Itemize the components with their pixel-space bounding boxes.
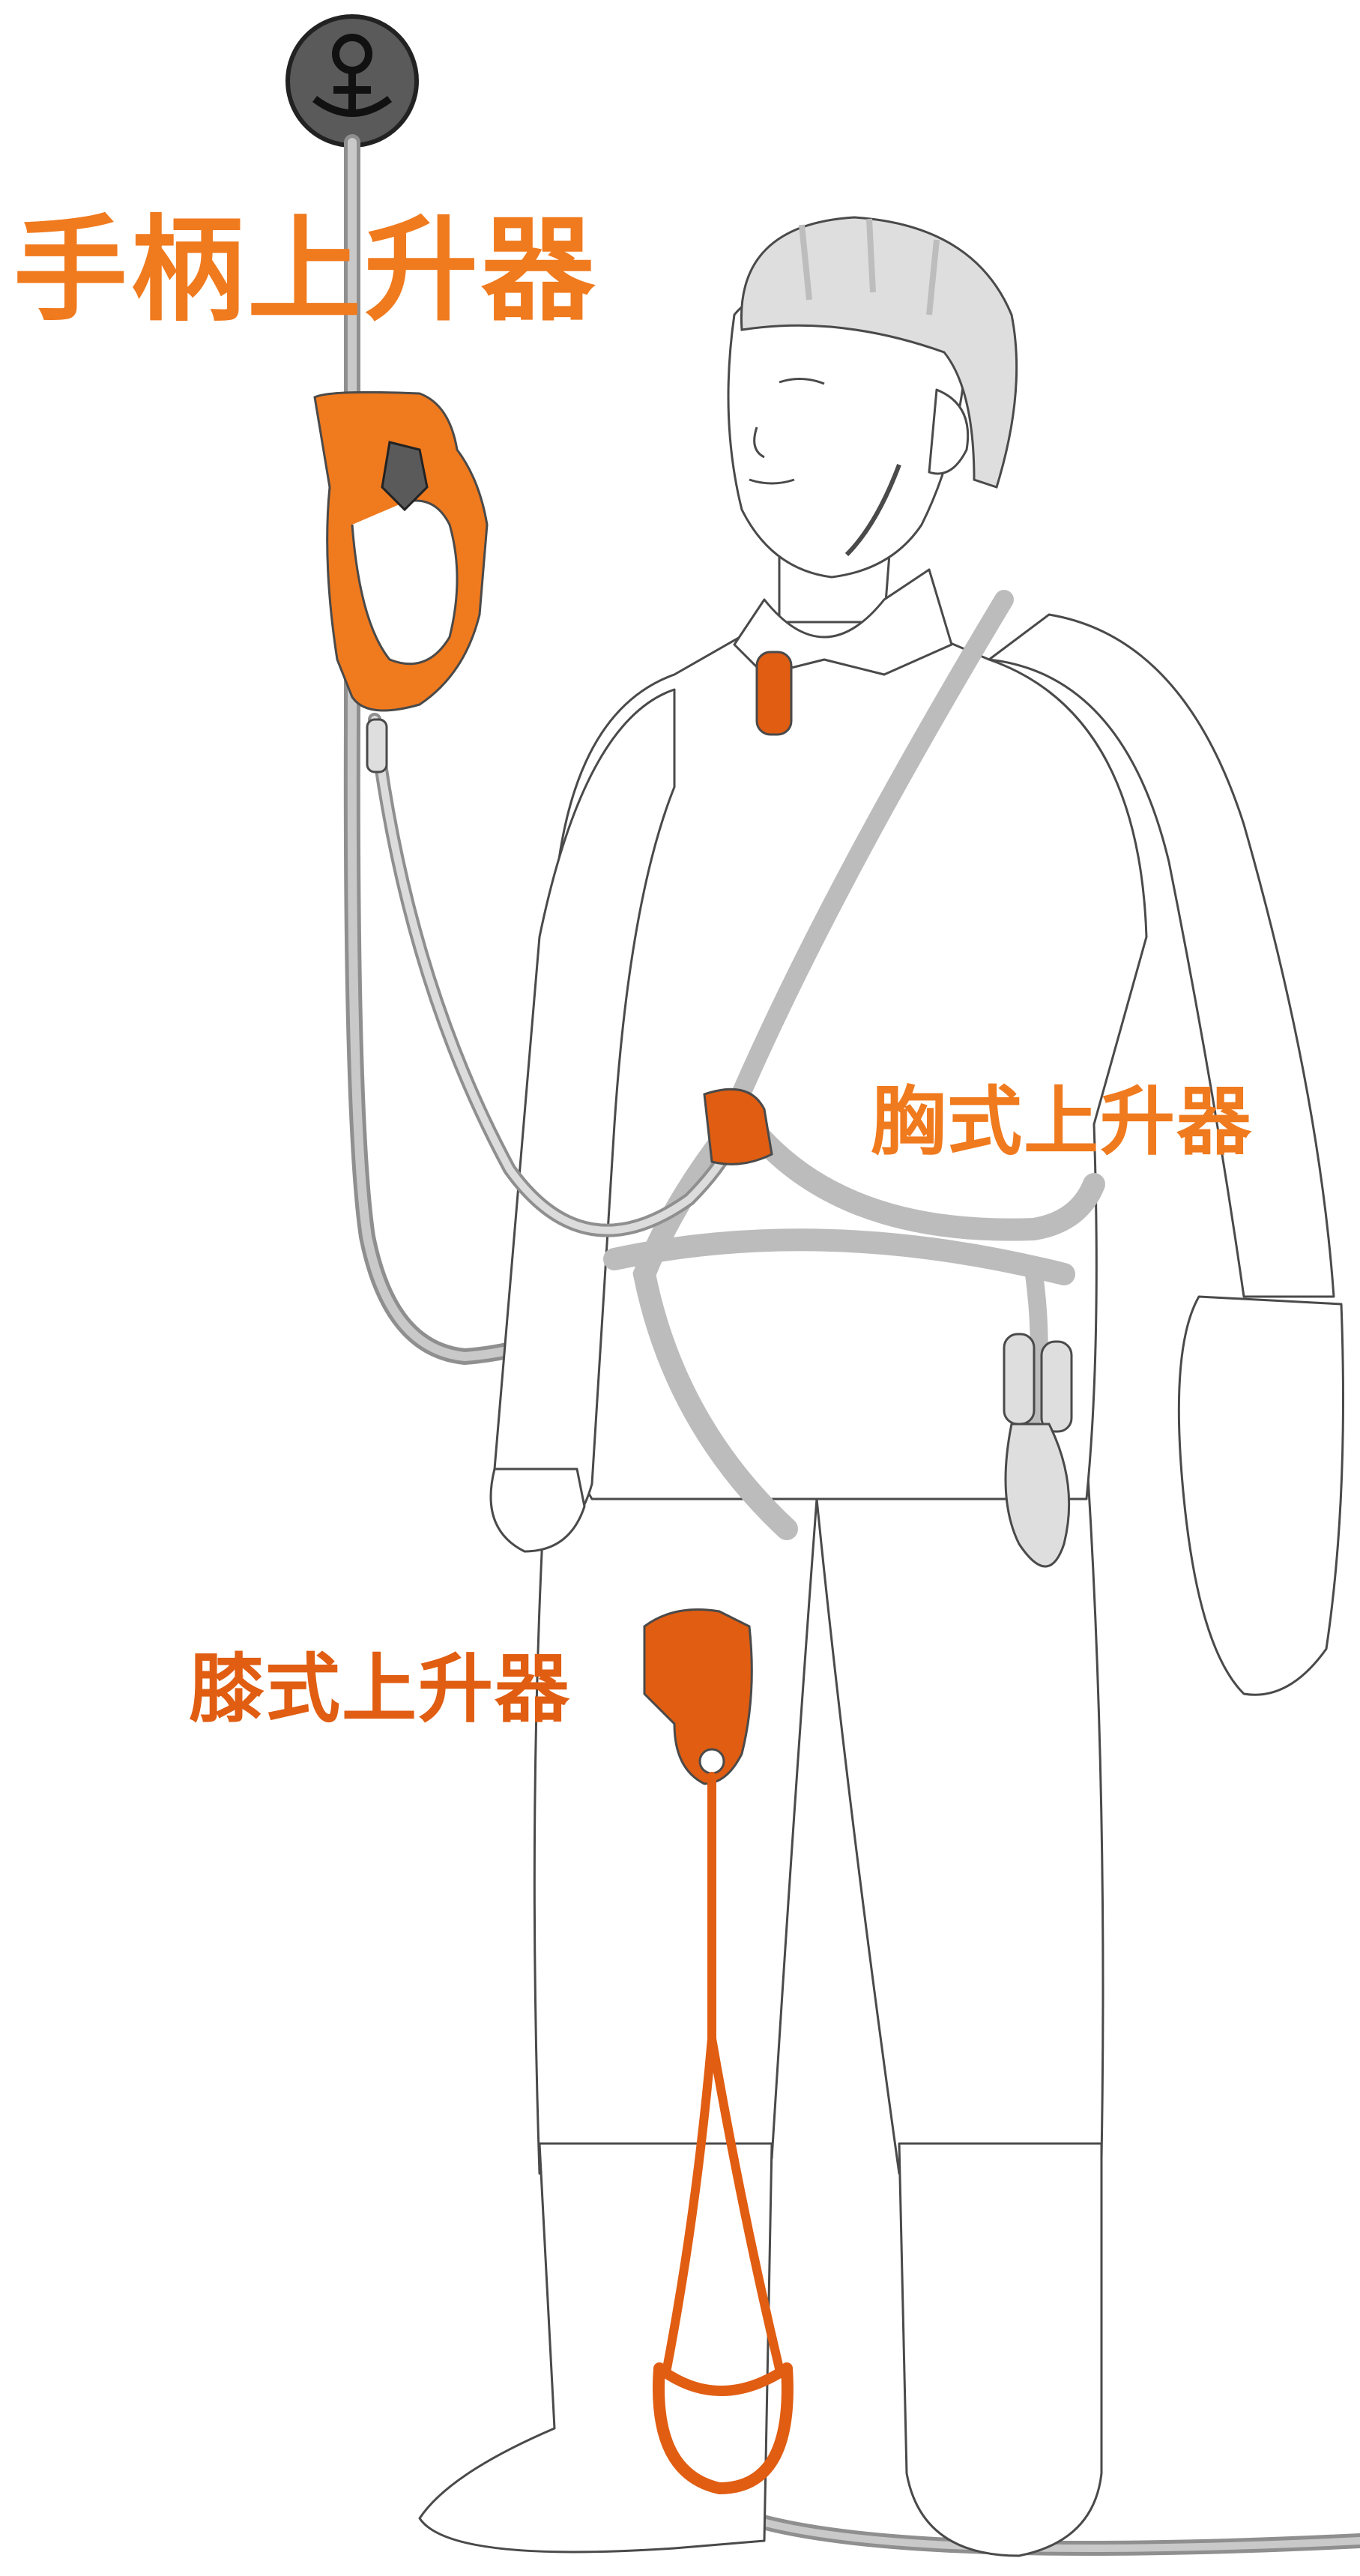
handle-ascender — [315, 392, 487, 772]
handle-ascender-label: 手柄上升器 — [13, 214, 598, 328]
chest-ascender-label: 胸式上升器 — [871, 1085, 1253, 1159]
worker-figure — [420, 277, 1344, 2556]
anchor-icon — [288, 16, 417, 145]
knee-ascender-label: 膝式上升器 — [189, 1652, 571, 1727]
